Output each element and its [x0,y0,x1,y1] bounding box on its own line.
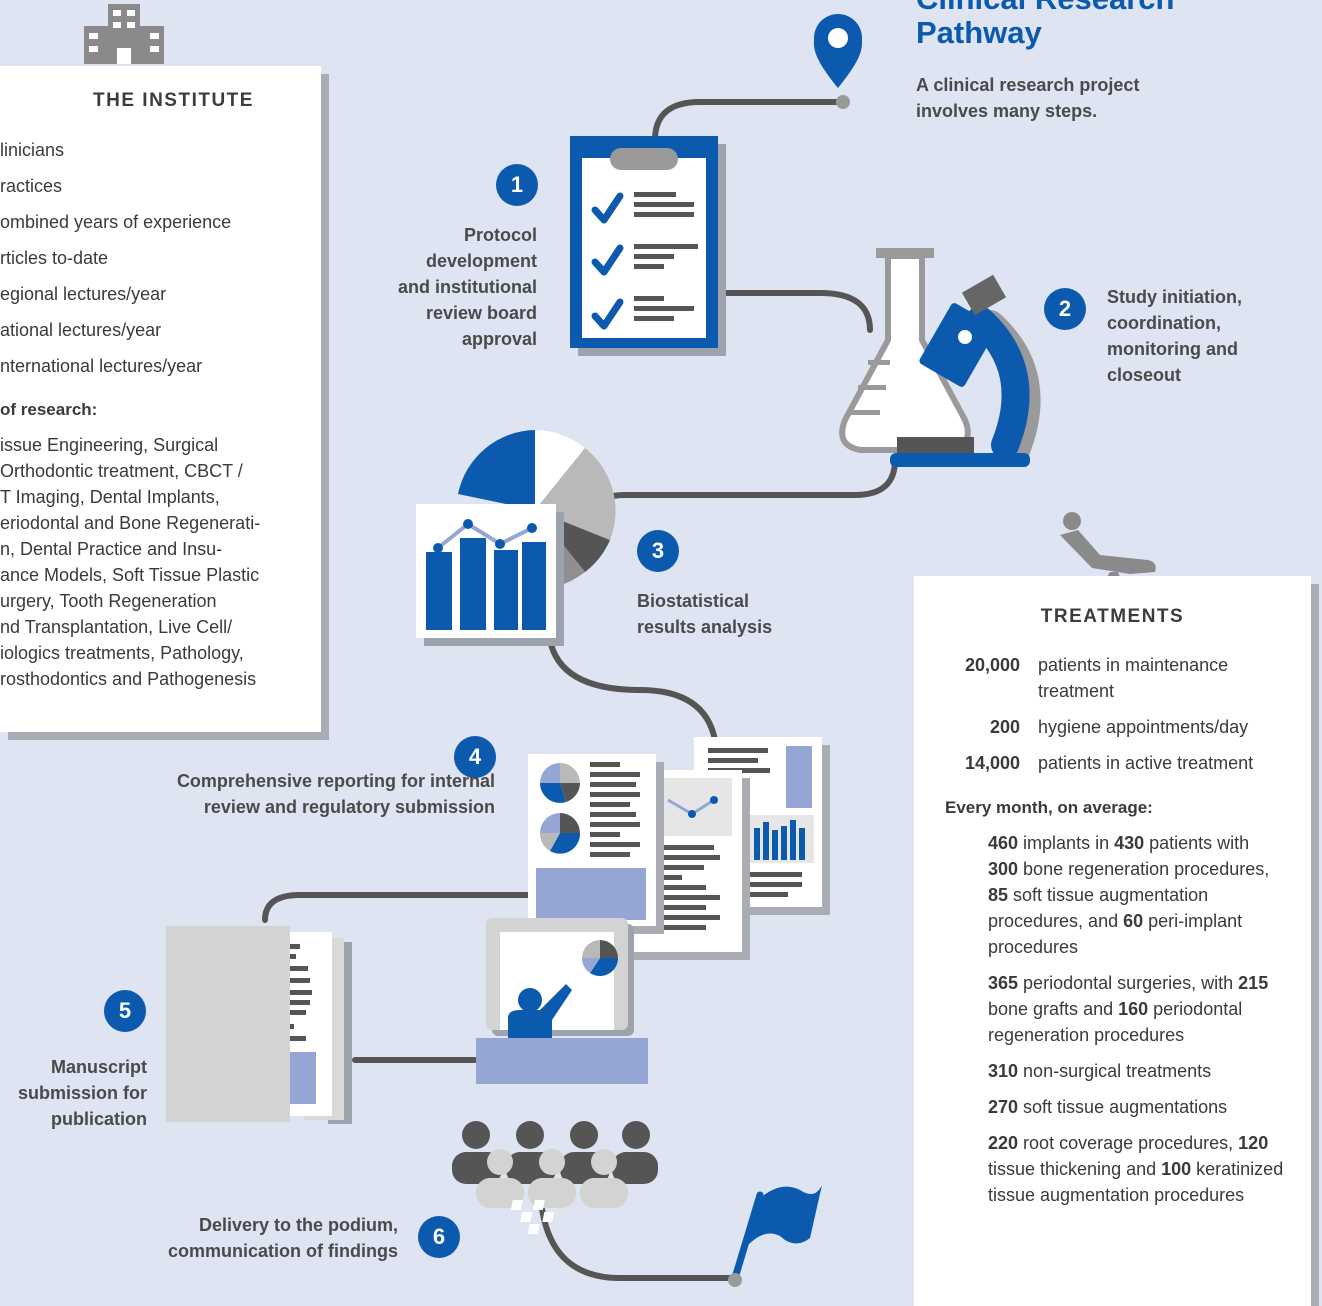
step-3-badge: 3 [637,530,679,572]
treatment-desc: hygiene appointments/day [1038,717,1249,737]
research-line: ance Models, Soft Tissue Plastic [0,565,260,585]
monthly-heading: Every month, on average: [945,798,1153,817]
clipboard-checklist-icon [570,136,726,356]
page-title-line2: Pathway [916,15,1042,50]
step-2-label: Study initiation, coordination, monitori… [1107,284,1307,388]
institute-item: rticles to-date [0,248,109,268]
treatment-desc: patients in maintenance treatment [1038,655,1229,701]
manuscript-icon [166,926,352,1124]
treatment-row: 14,000 patients in active treatment [932,750,1311,776]
monthly-item: 270 soft tissue augmentations [988,1097,1228,1117]
research-line: Orthodontic treatment, CBCT / [0,461,243,481]
research-line: iologics treatments, Pathology, [0,643,244,663]
page-title-line1: Clinical Research [916,0,1296,16]
step-6-line: communication of findings [168,1241,398,1261]
research-heading: of research: [0,400,98,419]
institute-title: THE INSTITUTE [93,90,254,111]
research-areas: issue Engineering, Surgical Orthodontic … [0,432,321,692]
research-line: urgery, Tooth Regeneration [0,591,217,611]
step-4-label: Comprehensive reporting for internal rev… [120,768,495,820]
research-line: nd Transplantation, Live Cell/ [0,617,233,637]
treatments-card: TREATMENTS 20,000 patients in maintenanc… [914,576,1311,1306]
step-5-label: Manuscript submission for publication [0,1054,147,1132]
step-3-label: Biostatistical results analysis [637,588,857,640]
page-subtitle-line2: involves many steps. [916,101,1098,121]
step-4-line: Comprehensive reporting for internal [176,771,495,791]
treatments-title: TREATMENTS [1040,606,1185,627]
step-1-line: Protocol [463,225,537,245]
treatment-count: 20,000 [964,655,1020,675]
institute-item: linicians [0,140,65,160]
treatment-desc: patients in active treatment [1038,753,1254,773]
step-5-line: submission for [17,1083,147,1103]
monthly-item: 220 root coverage procedures, 120 tissue… [988,1133,1284,1205]
research-line: T Imaging, Dental Implants, [0,487,220,507]
research-line: eriodontal and Bone Regenerati- [0,513,261,533]
step-1-line: approval [461,329,537,349]
institute-card: THE INSTITUTE linicians ractices ombined… [0,66,321,732]
treatment-row: 200 hygiene appointments/day [932,714,1311,740]
presentation-audience-icon [452,918,658,1208]
step-3-line: results analysis [637,617,773,637]
pie-mini [539,763,581,854]
step-4-badge: 4 [454,736,496,778]
step-1-line: development [425,251,537,271]
monthly-list: 460 implants in 430 patients with 300 bo… [988,830,1284,1208]
step-1-line: and institutional [398,277,537,297]
chart-report-icon [416,430,616,646]
research-line: issue Engineering, Surgical [0,435,219,455]
header: Clinical Research Pathway A clinical res… [916,0,1296,124]
treatment-count: 200 [989,717,1020,737]
step-1-label: Protocol development and institutional r… [340,222,537,352]
step-6-label: Delivery to the podium, communication of… [120,1212,398,1264]
step-2-line: Study initiation, [1107,287,1242,307]
treatments-stats: 20,000 patients in maintenance treatment… [932,652,1311,776]
step-5-line: Manuscript [50,1057,147,1077]
monthly-item: 310 non-surgical treatments [988,1061,1212,1081]
step-6-line: Delivery to the podium, [198,1215,398,1235]
step-1-badge: 1 [496,164,538,206]
treatment-count: 14,000 [964,753,1020,773]
step-4-line: review and regulatory submission [203,797,495,817]
institute-list: linicians ractices ombined years of expe… [0,132,321,384]
step-2-line: coordination, [1107,313,1221,333]
research-line: n, Dental Practice and Insu- [0,539,223,559]
documents-icon [528,737,830,960]
location-pin-icon [813,14,863,109]
institute-item: ractices [0,176,63,196]
step-2-line: monitoring and [1107,339,1238,359]
finish-flag-icon [510,1185,822,1287]
institute-item: ombined years of experience [0,212,232,232]
institute-item: egional lectures/year [0,284,167,304]
microscope-flask-icon [839,248,1041,467]
step-6-badge: 6 [418,1216,460,1258]
research-line: rosthodontics and Pathogenesis [0,669,257,689]
building-icon [84,4,164,64]
step-2-badge: 2 [1044,288,1086,330]
step-5-badge: 5 [104,990,146,1032]
page-subtitle-line1: A clinical research project [916,75,1140,95]
institute-item: ational lectures/year [0,320,162,340]
monthly-item: 460 implants in 430 patients with 300 bo… [988,833,1270,957]
step-1-line: review board [425,303,537,323]
treatment-row: 20,000 patients in maintenance treatment [932,652,1311,704]
institute-item: nternational lectures/year [0,356,203,376]
step-2-line: closeout [1107,365,1182,385]
step-5-line: publication [51,1109,147,1129]
monthly-item: 365 periodontal surgeries, with 215 bone… [988,973,1269,1045]
step-3-line: Biostatistical [637,591,750,611]
